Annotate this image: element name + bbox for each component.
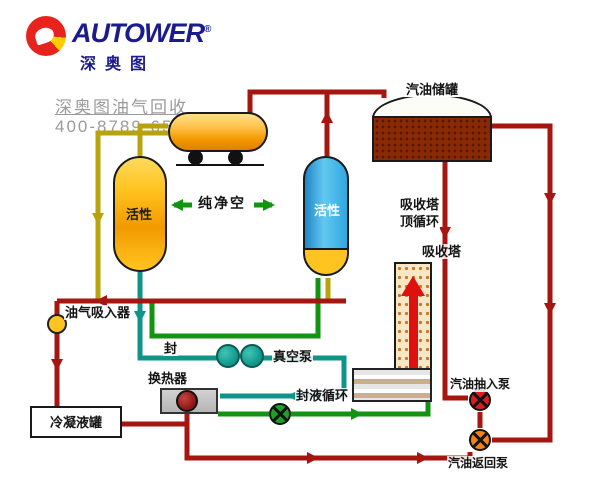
watermark-text: 深奥图油气回收 (55, 98, 188, 117)
wheel-icon (188, 150, 203, 165)
gasoline-return-pump-icon (469, 429, 491, 451)
vacuum-pump-icon (240, 344, 264, 368)
label-gasoline-suction-pump: 汽油抽入泵 (449, 377, 512, 392)
oil-gas-inlet-icon (47, 314, 67, 334)
wheel-icon (228, 150, 243, 165)
gasoline-suction-pump-icon (469, 389, 491, 411)
gasoline-storage-tank: 汽油储罐 (372, 82, 492, 162)
label-gasoline-return-pump: 汽油返回泵 (447, 456, 510, 471)
autower-logo-icon (26, 16, 66, 56)
vacuum-pump-icon (216, 344, 240, 368)
vessel-bottom-section (305, 248, 347, 274)
registered-mark: ® (204, 24, 211, 35)
condensate-tank: 冷凝液罐 (30, 406, 122, 438)
up-arrow-stem (409, 296, 418, 376)
label-active-left: 活性 (126, 207, 153, 222)
carbon-vessel-left: 活性 (113, 156, 167, 272)
yellow-pipes (92, 123, 331, 301)
green-pipes (149, 199, 431, 420)
label-oil-gas-inlet: 油气吸入器 (64, 305, 132, 320)
label-seal-liquid-loop: 封液循环 (295, 388, 350, 403)
tanker-truck (168, 112, 268, 152)
label-storage-tank: 汽油储罐 (403, 82, 460, 97)
separator-drum (352, 368, 432, 402)
label-absorber-top: 吸收塔 (399, 197, 441, 212)
label-top-circulation: 顶循环 (399, 214, 441, 229)
red-pipes (51, 89, 556, 464)
label-absorber: 吸收塔 (421, 244, 463, 259)
carbon-vessel-right: 活性 (303, 156, 349, 276)
label-seal: 封 (163, 341, 179, 356)
logo-brand: AUTOWER® (72, 18, 211, 48)
label-vacuum-pump: 真空泵 (272, 349, 314, 364)
seal-liquid-pump-icon (269, 403, 291, 425)
ground-line (176, 164, 264, 166)
label-pure-air: 纯净空 (197, 195, 247, 211)
absorber-column (394, 262, 432, 388)
label-heat-exchanger: 换热器 (147, 371, 189, 386)
tank-dome (372, 94, 492, 118)
tank-body (372, 116, 492, 162)
label-active-right: 活性 (314, 203, 341, 218)
heat-exchanger-pump-icon (176, 390, 198, 412)
logo-subtitle: 深奥图 (80, 56, 156, 73)
up-arrow-icon (401, 276, 425, 296)
